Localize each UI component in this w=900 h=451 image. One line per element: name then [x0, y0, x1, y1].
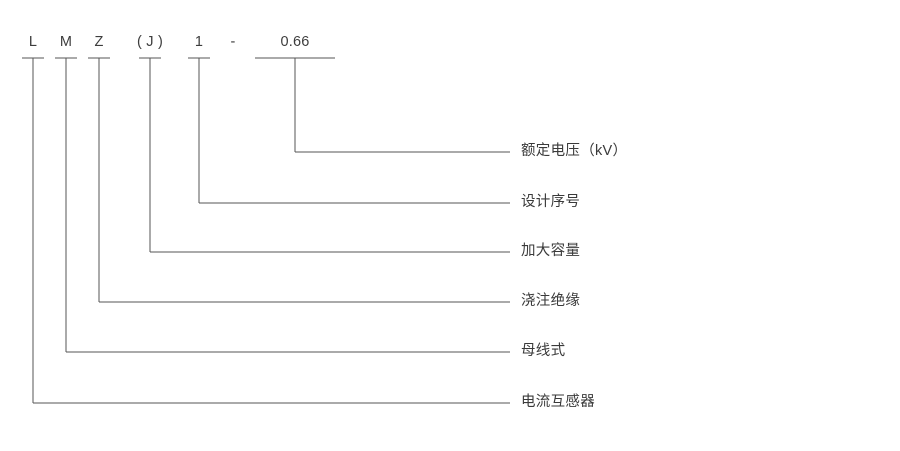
- callout-busbar-type: 母线式: [521, 343, 566, 359]
- leader-lines: [32, 58, 510, 404]
- code-segment-seg-dash: -: [230, 34, 236, 50]
- code-segment-seg-l: L: [28, 34, 38, 50]
- code-segment-seg-z: Z: [94, 34, 104, 50]
- code-segment-seg-volt: 0.66: [280, 34, 310, 50]
- callout-current-transformer: 电流互感器: [521, 394, 595, 410]
- callout-design-serial: 设计序号: [521, 194, 581, 210]
- callout-rated-voltage: 额定电压（kV）: [521, 143, 628, 159]
- callout-increased-capacity: 加大容量: [521, 243, 581, 259]
- callout-cast-insulation: 浇注绝缘: [521, 293, 581, 309]
- code-segment-seg-m: M: [59, 34, 73, 50]
- code-segment-seg-j: ( J ): [137, 34, 163, 50]
- code-segment-seg-one: 1: [194, 34, 204, 50]
